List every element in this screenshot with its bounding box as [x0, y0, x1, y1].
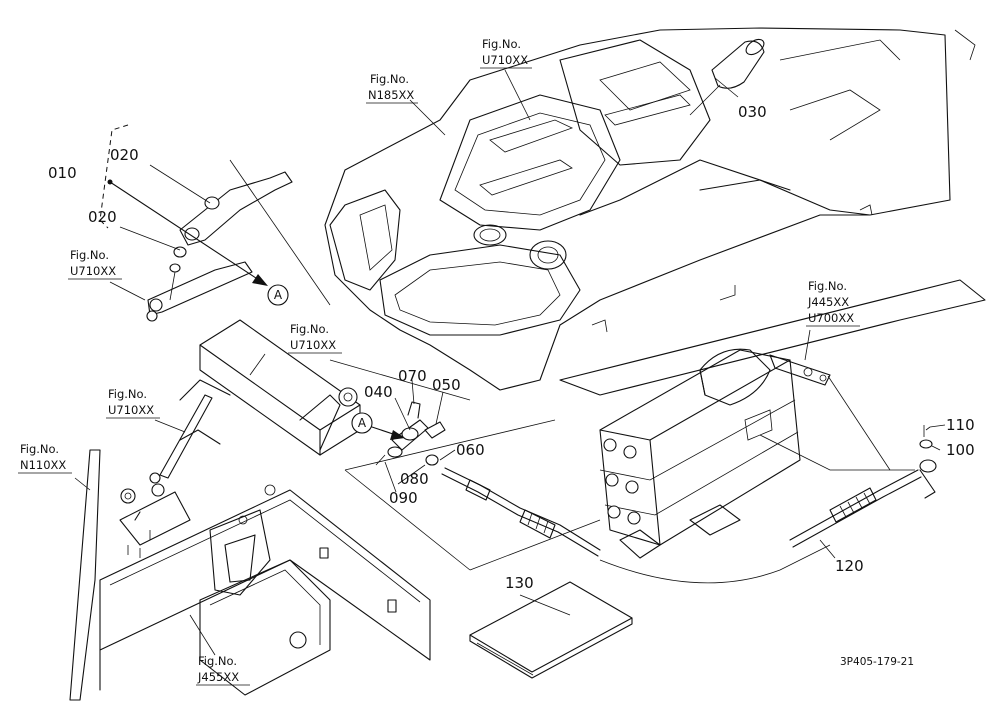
part-060-label: 060: [456, 441, 485, 459]
fig-ref-label: Fig.No.: [70, 248, 109, 262]
console-body: [324, 27, 986, 396]
section-arrows: [107, 179, 405, 440]
part-110-label: 110: [946, 416, 975, 434]
cable-linkage: [338, 387, 601, 557]
fig-ref-u710xx-left: U710XX: [70, 264, 116, 278]
support-lines: [229, 159, 601, 571]
fig-ref-n185xx: N185XX: [368, 88, 414, 102]
fig-ref-label: Fig.No.: [108, 387, 147, 401]
fig-ref-label: Fig.No.: [808, 279, 847, 293]
part-020-label-2: 020: [88, 208, 117, 226]
cable-120: [599, 375, 937, 584]
part-020-label: 020: [110, 146, 139, 164]
part-010-label: 010: [48, 164, 77, 182]
part-labels: 010 020 020 030 040 050 060 070 080 090 …: [48, 103, 975, 592]
drawing-code: 3P405-179-21: [840, 656, 914, 668]
part-130-label: 130: [505, 574, 534, 592]
control-valve: [599, 348, 915, 559]
marker-a-top: A: [274, 288, 283, 302]
fig-ref-u700xx: U700XX: [808, 311, 854, 325]
fig-ref-n110xx: N110XX: [20, 458, 66, 472]
marker-a-center: A: [358, 416, 367, 430]
fig-ref-label: Fig.No.: [20, 442, 59, 456]
figure-references: Fig.No. U710XX Fig.No. N185XX Fig.No. U7…: [18, 37, 860, 686]
part-120-label: 120: [835, 557, 864, 575]
part-080-label: 080: [400, 470, 429, 488]
part-030-label: 030: [738, 103, 767, 121]
operator-manual: [469, 581, 633, 679]
fig-ref-label: Fig.No.: [198, 654, 237, 668]
fig-ref-u710xx-rod: U710XX: [108, 403, 154, 417]
fig-ref-u710xx-top: U710XX: [482, 53, 528, 67]
leader-lines: [74, 69, 946, 656]
part-090-label: 090: [389, 489, 418, 507]
frame-members: [69, 319, 431, 701]
part-070-label: 070: [398, 367, 427, 385]
fig-ref-j455xx: J455XX: [197, 670, 239, 684]
part-050-label: 050: [432, 376, 461, 394]
fig-ref-label: Fig.No.: [482, 37, 521, 51]
lever-assembly: [99, 124, 293, 322]
part-100-label: 100: [946, 441, 975, 459]
rod-assembly: [120, 394, 213, 521]
gear-lever-knob: [689, 38, 765, 116]
fig-ref-label: Fig.No.: [290, 322, 329, 336]
section-markers: A A: [267, 284, 373, 434]
part-040-label: 040: [364, 383, 393, 401]
fig-ref-j445xx: J445XX: [807, 295, 849, 309]
fig-ref-u710xx-center: U710XX: [290, 338, 336, 352]
fig-ref-label: Fig.No.: [370, 72, 409, 86]
